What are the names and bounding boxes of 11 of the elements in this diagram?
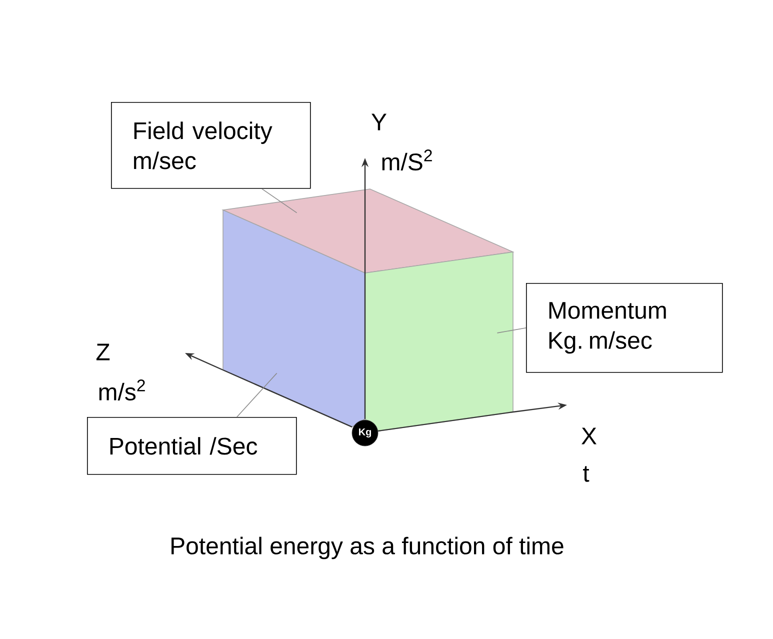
leader-line <box>496 327 526 334</box>
leader-line <box>236 372 278 418</box>
axis-label: m/S$^{2}$ <box>382 150 432 170</box>
axis-label: X <box>582 428 596 444</box>
text-box: Field velocity m/sec <box>111 102 311 189</box>
caption: Potential energy as a function of time <box>172 536 564 560</box>
text-box: Momentum Kg. m/sec <box>526 282 723 373</box>
text-box: Potential /Sec <box>87 416 297 475</box>
axis-label: Z <box>96 344 110 360</box>
axis-label: Y <box>372 114 386 130</box>
axis-label: t <box>583 466 590 482</box>
